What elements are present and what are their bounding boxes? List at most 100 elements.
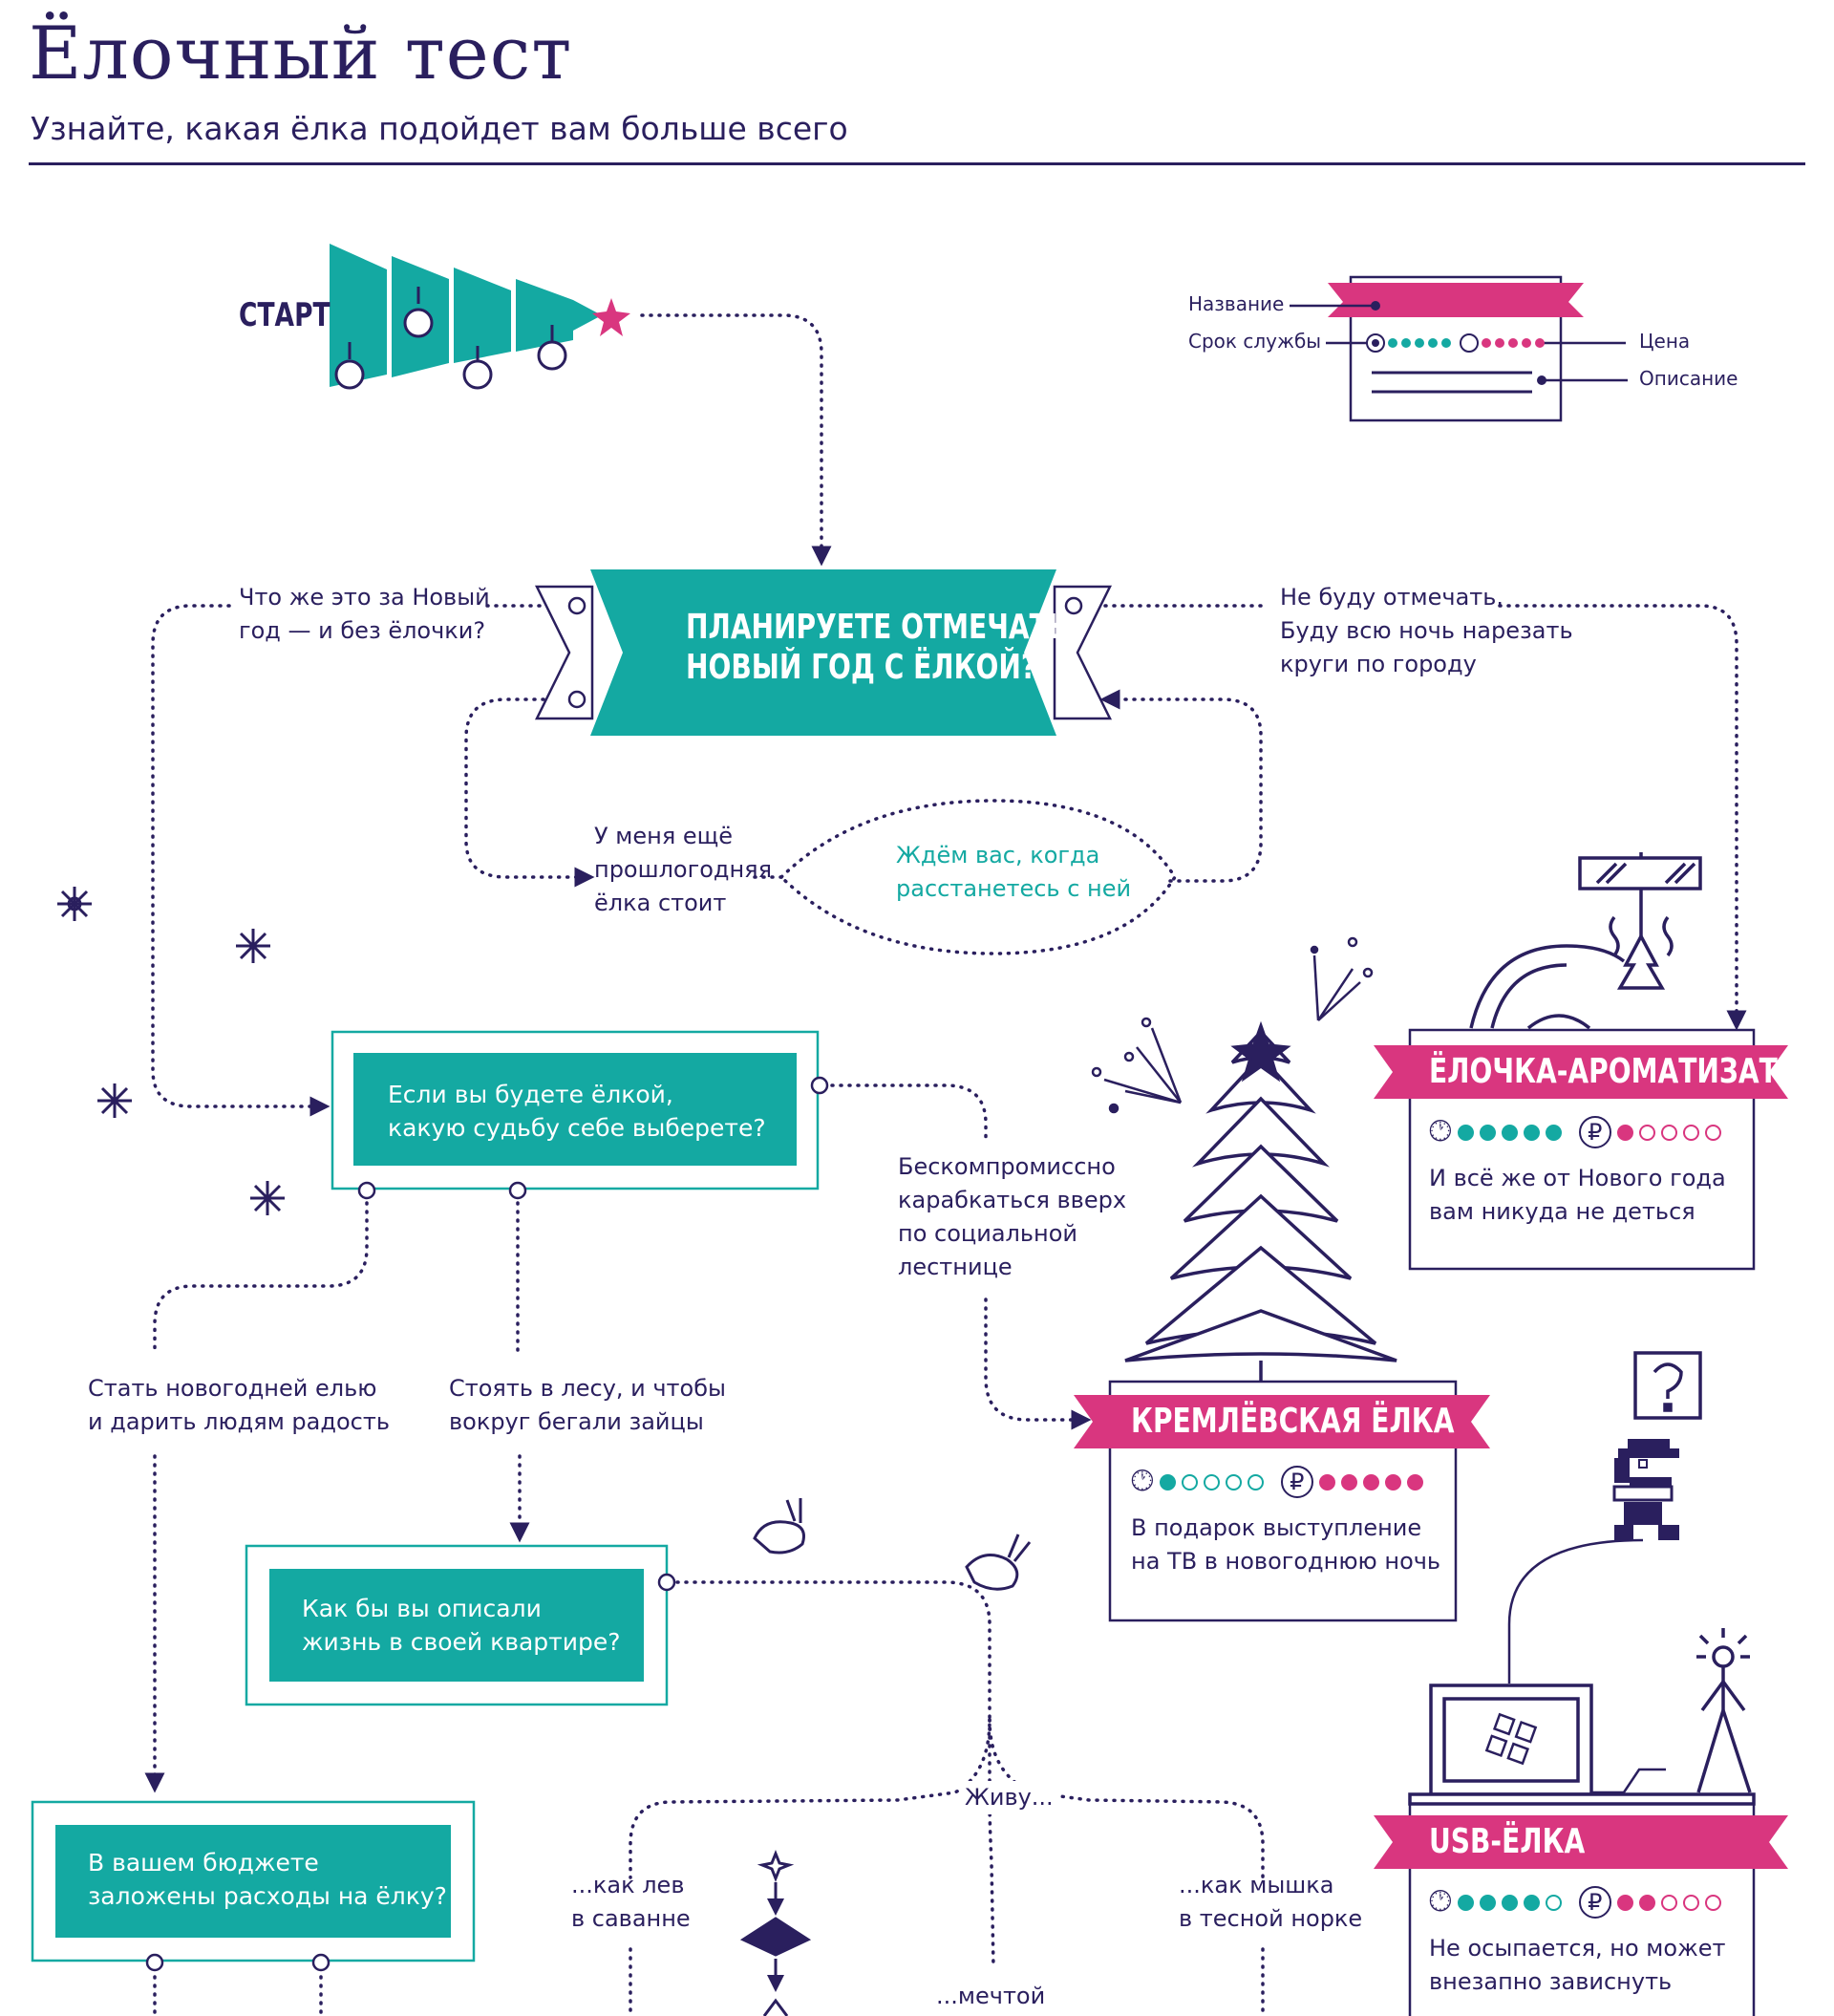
price-rating: [1616, 1124, 1721, 1141]
lifetime-rating: [1159, 1473, 1264, 1491]
result-description: И всё же от Нового года вам никуда не де…: [1429, 1162, 1834, 1229]
question-budget-box: [31, 1800, 476, 1972]
firework-icon: [1091, 936, 1374, 1114]
answer-mouse-line2: в тесной норке: [1179, 1905, 1363, 1932]
answer-climb-line3: по социальной: [898, 1220, 1077, 1247]
filled-rating-dot: [1616, 1894, 1633, 1911]
filled-rating-dot: [1406, 1473, 1423, 1491]
rating-row: 🕐︎ ₽: [1131, 1466, 1546, 1498]
answer-forest[interactable]: Стоять в лесу, и чтобы вокруг бегали зай…: [449, 1372, 726, 1439]
rating-row: 🕐︎ ₽: [1429, 1116, 1834, 1148]
result-card-kremlin: КРЕМЛЁВСКАЯ ЁЛКА 🕐︎ ₽ В подарок выступле…: [1131, 1399, 1546, 1578]
result-desc-line2: на ТВ в новогоднюю ночь: [1131, 1548, 1441, 1575]
answer-forest-line2: вокруг бегали зайцы: [449, 1408, 704, 1435]
answer-lion[interactable]: ...как лев в саванне: [571, 1869, 691, 1936]
question-apartment-text: Как бы вы описали жизнь в своей квартире…: [302, 1592, 620, 1659]
answer-climb-line4: лестнице: [898, 1254, 1013, 1280]
filled-rating-dot: [1362, 1473, 1379, 1491]
empty-rating-dot: [1704, 1124, 1721, 1141]
filled-rating-dot: [1479, 1894, 1496, 1911]
connector-mouse: [988, 1718, 1265, 1879]
answer-old-tree-line3: ёлка стоит: [594, 890, 727, 916]
filled-rating-dot: [1501, 1124, 1518, 1141]
answer-right-line1: Не буду отмечать.: [1280, 584, 1504, 611]
answer-dream[interactable]: ...мечтой: [936, 1983, 1046, 2009]
legend-card: [1290, 275, 1628, 422]
ruble-icon: ₽: [1578, 1886, 1611, 1919]
result-name: ЁЛОЧКА-АРОМАТИЗАТОР: [1429, 1052, 1821, 1091]
price-rating: [1616, 1894, 1721, 1911]
answer-climb[interactable]: Бескомпромиссно карабкаться вверх по соц…: [898, 1150, 1126, 1284]
question-block-icon: [1633, 1351, 1702, 1420]
start-label: СТАРТ: [239, 296, 331, 334]
answer-spruce-line2: и дарить людям радость: [88, 1408, 390, 1435]
answer-right[interactable]: Не буду отмечать. Буду всю ночь нарезать…: [1280, 581, 1573, 681]
question-apartment-line1: Как бы вы описали: [302, 1595, 542, 1622]
price-rating: [1318, 1473, 1423, 1491]
answer-old-tree-line2: прошлогодняя: [594, 856, 773, 883]
question-fate-text: Если вы будете ёлкой, какую судьбу себе …: [388, 1078, 766, 1145]
mario-icon: [1612, 1439, 1679, 1540]
answer-old-tree[interactable]: У меня ещё прошлогодняя ёлка стоит: [594, 820, 772, 920]
legend-description-label: Описание: [1639, 367, 1738, 390]
filled-rating-dot: [1340, 1473, 1357, 1491]
empty-rating-dot: [1660, 1894, 1677, 1911]
result-desc-line2: внезапно зависнуть: [1429, 1968, 1673, 1995]
result-desc-line2: вам никуда не деться: [1429, 1198, 1695, 1225]
snowflake-icon: [57, 887, 285, 1215]
star-icon: [739, 1849, 812, 2016]
rabbit-icon: [753, 1498, 1032, 1591]
filled-rating-dot: [1159, 1473, 1176, 1491]
question-apartment-line2: жизнь в своей квартире?: [302, 1628, 621, 1656]
answer-climb-line2: карабкаться вверх: [898, 1187, 1127, 1213]
question-fate-box: [331, 1030, 829, 1200]
empty-rating-dot: [1203, 1473, 1220, 1491]
bubble-outline: [778, 799, 1178, 955]
empty-rating-dot: [1660, 1124, 1677, 1141]
filled-rating-dot: [1638, 1894, 1655, 1911]
result-desc-line1: И всё же от Нового года: [1429, 1165, 1726, 1191]
answer-old-tree-line1: У меня ещё: [594, 823, 734, 849]
answer-spruce[interactable]: Стать новогодней елью и дарить людям рад…: [88, 1372, 390, 1439]
question-budget-line2: заложены расходы на ёлку?: [88, 1882, 447, 1910]
start-tree-icon: [330, 244, 630, 390]
kremlin-tree-icon: [1124, 1020, 1397, 1382]
filled-rating-dot: [1523, 1124, 1540, 1141]
answer-mouse[interactable]: ...как мышка в тесной норке: [1179, 1869, 1362, 1936]
lamp-icon: [1696, 1628, 1752, 1793]
answer-left[interactable]: Что же это за Новый год — и без ёлочки?: [239, 581, 490, 648]
filled-rating-dot: [1545, 1124, 1562, 1141]
empty-rating-dot: [1682, 1894, 1699, 1911]
question-main-line1: ПЛАНИРУЕТЕ ОТМЕЧАТЬ: [686, 608, 1069, 647]
empty-rating-dot: [1682, 1124, 1699, 1141]
empty-rating-dot: [1704, 1894, 1721, 1911]
question-fate-line1: Если вы будете ёлкой,: [388, 1081, 673, 1108]
filled-rating-dot: [1318, 1473, 1335, 1491]
lifetime-rating: [1457, 1894, 1562, 1911]
car-aroma-icon: [1469, 852, 1702, 1030]
page-subtitle: Узнайте, какая ёлка подойдет вам больше …: [31, 110, 848, 147]
connector-right-down: [1498, 604, 1747, 1031]
question-main-line2: НОВЫЙ ГОД С ЁЛКОЙ?: [686, 648, 1037, 687]
lifetime-rating: [1457, 1124, 1562, 1141]
question-apartment-box: [245, 1544, 676, 1706]
wait-bubble-text: Ждём вас, когда расстанетесь с ней: [896, 839, 1131, 906]
wait-line2: расстанетесь с ней: [896, 875, 1132, 902]
ruble-icon: ₽: [1578, 1116, 1611, 1148]
empty-rating-dot: [1247, 1473, 1264, 1491]
answer-forest-line1: Стоять в лесу, и чтобы: [449, 1375, 726, 1402]
question-budget-text: В вашем бюджете заложены расходы на ёлку…: [88, 1846, 447, 1913]
question-budget-line1: В вашем бюджете: [88, 1849, 319, 1877]
answer-live-label: Живу...: [961, 1781, 1057, 1814]
filled-rating-dot: [1384, 1473, 1401, 1491]
legend-name-label: Название: [1188, 292, 1285, 315]
filled-rating-dot: [1501, 1894, 1518, 1911]
connector-climb-down: [984, 1298, 1092, 1430]
filled-rating-dot: [1457, 1124, 1474, 1141]
result-card-aroma-frame: [1374, 1028, 1788, 1271]
connector-old-tree: [464, 697, 595, 888]
result-description: Не осыпается, но может внезапно зависнут…: [1429, 1932, 1725, 1999]
answer-lion-line2: в саванне: [571, 1905, 691, 1932]
ruble-icon: ₽: [1280, 1466, 1313, 1498]
result-desc-line1: В подарок выступление: [1131, 1514, 1422, 1541]
